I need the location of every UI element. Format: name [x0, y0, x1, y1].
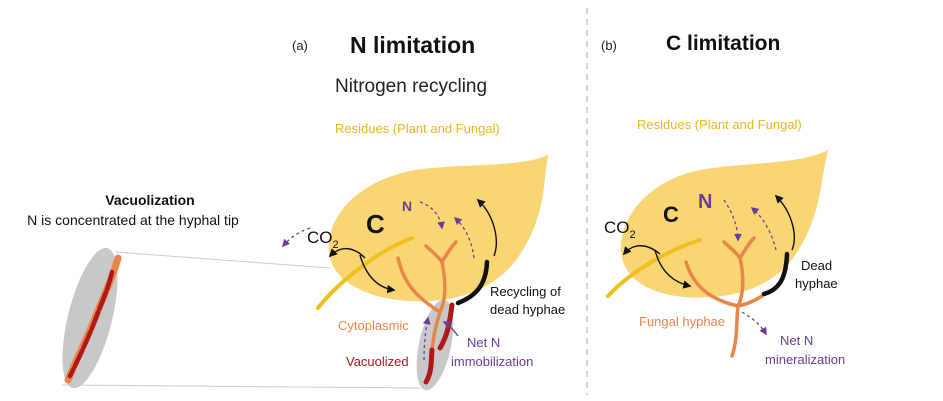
dead-hyphae-a	[455, 259, 490, 306]
leaf-a	[328, 155, 548, 302]
net-n-immob-line2: immobilization	[451, 354, 533, 369]
purple-arrows-a	[281, 201, 475, 361]
dead-hyphae-b	[761, 251, 790, 297]
recycling-label-line1: Recycling of	[490, 284, 561, 299]
net-n-immob-line1: Net N	[467, 335, 500, 350]
panel-b-title: C limitation	[666, 32, 780, 55]
stem-a	[316, 236, 414, 310]
n-label-a: N	[402, 198, 412, 214]
cytoplasmic-label: Cytoplasmic	[338, 318, 409, 333]
panel-a: (a) N limitation Nitrogen recycling Resi…	[27, 32, 565, 391]
dead-hyphae-label-line2: hyphae	[795, 276, 838, 291]
arrow-stem-to-c	[359, 254, 396, 294]
net-n-min-line1: Net N	[780, 333, 813, 348]
recycling-label-line2: dead hyphae	[490, 302, 565, 317]
hyphae-a	[396, 240, 458, 352]
arrow-stem-to-c-b	[654, 249, 692, 289]
fungal-hyphae-label: Fungal hyphae	[639, 314, 725, 329]
panel-b-residues-label: Residues (Plant and Fungal)	[637, 117, 802, 132]
purple-arrows-b	[723, 199, 777, 336]
zoom-funnel	[61, 251, 421, 389]
panel-a-subtitle: Nitrogen recycling	[335, 76, 487, 97]
panel-a-residues-label: Residues (Plant and Fungal)	[335, 121, 500, 136]
arrow-c-to-co2-b	[622, 245, 661, 256]
panel-a-title: N limitation	[350, 32, 475, 58]
arrow-c-to-co2	[328, 248, 366, 259]
co2-label-b: CO2	[604, 218, 636, 241]
dead-hyphae-label-line1: Dead	[801, 258, 832, 273]
c-label-b: C	[663, 202, 679, 227]
co2-label-a: CO2	[307, 228, 339, 251]
vacuolized-hypha-a	[423, 347, 435, 385]
hyphae-b	[684, 236, 764, 358]
panel-a-letter: (a)	[292, 38, 308, 53]
vacuolization-desc: N is concentrated at the hyphal tip	[27, 212, 239, 228]
n-label-b: N	[698, 191, 712, 213]
net-n-min-line2: mineralization	[765, 352, 845, 367]
panel-b: (b) C limitation Residues (Plant and Fun…	[601, 32, 845, 367]
stem-b	[606, 238, 702, 298]
c-label-a: C	[366, 209, 385, 239]
zoomed-hypha-vacuolized	[67, 269, 115, 379]
zoomed-hypha	[62, 247, 122, 389]
leaf-b	[620, 150, 828, 298]
panel-b-letter: (b)	[601, 38, 617, 53]
arrow-leaf-to-dead	[476, 198, 497, 257]
arrow-leaf-to-dead-b	[774, 194, 795, 251]
vacuolized-label: Vacuolized	[346, 354, 409, 369]
vacuolization-title: Vacuolization	[105, 192, 194, 208]
